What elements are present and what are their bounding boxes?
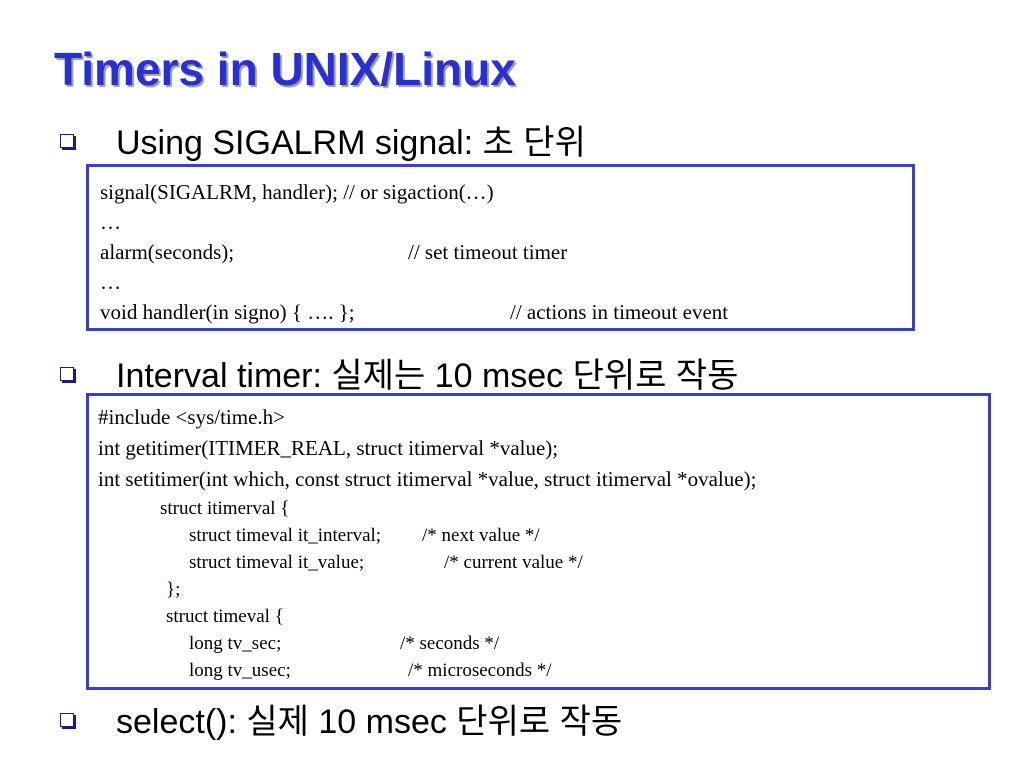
- code-line: int getitimer(ITIMER_REAL, struct itimer…: [98, 436, 559, 460]
- code-line: …: [100, 210, 121, 234]
- code-line: long tv_sec;/* seconds */: [98, 630, 978, 657]
- code-comment: // actions in timeout event: [510, 300, 729, 324]
- bullet-select: select(): 실제 10 msec 단위로 작동: [58, 694, 622, 743]
- code-line: };: [166, 579, 181, 600]
- code-line: struct timeval {: [166, 606, 284, 627]
- bullet-sigalrm: Using SIGALRM signal: 초 단위: [58, 115, 586, 164]
- code-line: struct timeval it_interval;/* next value…: [98, 522, 978, 549]
- code-line: struct itimerval {: [160, 498, 290, 519]
- code-line: signal(SIGALRM, handler); // or sigactio…: [100, 180, 494, 204]
- bullet-text: Using SIGALRM signal: 초 단위: [116, 124, 586, 162]
- bullet-interval-timer: Interval timer: 실제는 10 msec 단위로 작동: [58, 348, 738, 397]
- code-line: alarm(seconds);// set timeout timer: [100, 237, 902, 267]
- code-box-itimer: #include <sys/time.h> int getitimer(ITIM…: [86, 393, 991, 690]
- code-comment: /* seconds */: [400, 633, 500, 654]
- slide-title: Timers in UNIX/Linux: [54, 43, 516, 95]
- bullet-text: select(): 실제 10 msec 단위로 작동: [116, 703, 623, 741]
- square-bullet-icon: [58, 704, 88, 734]
- square-bullet-icon: [58, 125, 88, 155]
- code-comment: /* microseconds */: [408, 660, 552, 681]
- code-box-sigalrm: signal(SIGALRM, handler); // or sigactio…: [86, 164, 915, 331]
- code-line: int setitimer(int which, const struct it…: [98, 467, 757, 491]
- code-comment: /* next value */: [422, 525, 540, 546]
- code-line: void handler(in signo) { …. };// actions…: [100, 297, 902, 327]
- code-line: struct timeval it_value;/* current value…: [98, 549, 978, 576]
- code-comment: // set timeout timer: [408, 240, 568, 264]
- code-comment: /* current value */: [444, 552, 583, 573]
- code-line: #include <sys/time.h>: [98, 405, 286, 429]
- square-bullet-icon: [58, 358, 88, 388]
- code-line: …: [100, 270, 121, 294]
- code-line: long tv_usec;/* microseconds */: [98, 657, 978, 684]
- bullet-text: Interval timer: 실제는 10 msec 단위로 작동: [116, 357, 739, 395]
